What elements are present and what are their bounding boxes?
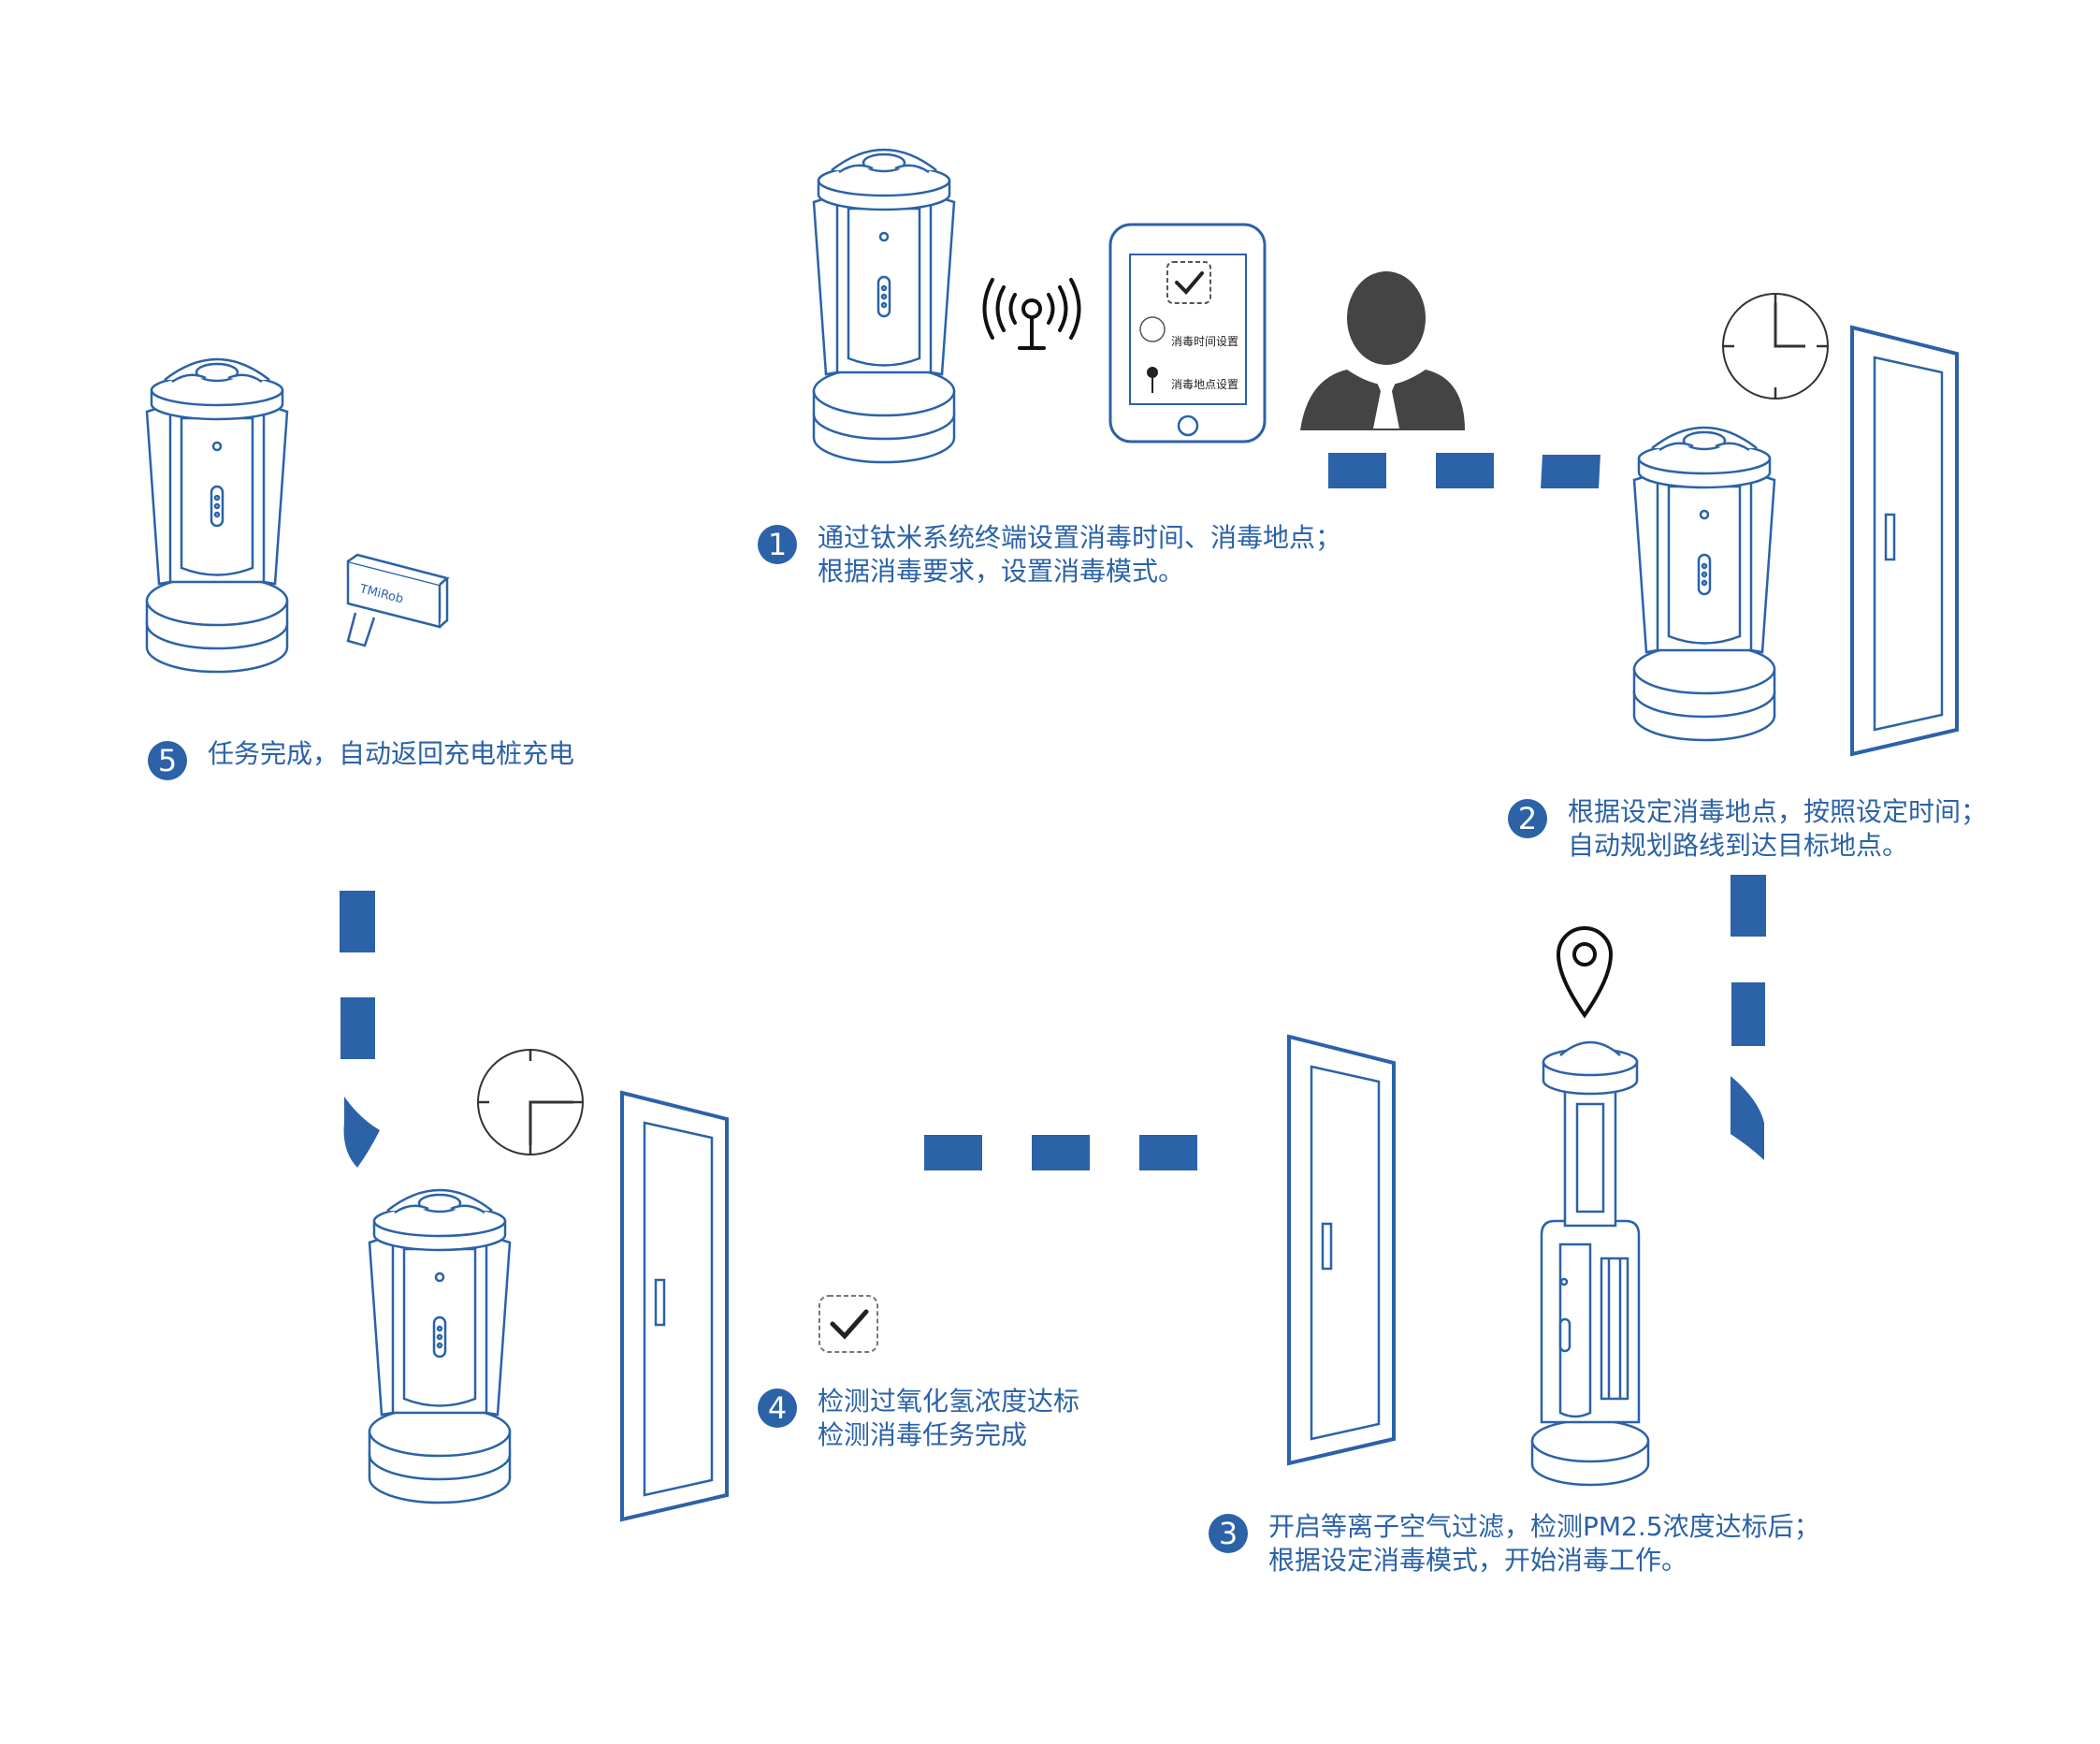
path-dash	[340, 997, 375, 1059]
check-icon	[818, 1295, 878, 1353]
path-dash	[340, 891, 375, 952]
clock-icon	[476, 1048, 585, 1156]
path-dash	[1328, 453, 1386, 488]
path-dash	[1731, 875, 1766, 937]
step-text-line: 开启等离子空气过滤，检测PM2.5浓度达标后；	[1268, 1511, 1820, 1542]
robot-navigating	[1632, 426, 1776, 742]
step-badge: 5	[148, 741, 187, 780]
phone-place-setting-label: 消毒地点设置	[1171, 378, 1238, 391]
antenna-icon	[982, 278, 1081, 350]
path-dash	[1541, 455, 1600, 488]
path-dash	[1731, 982, 1765, 1046]
step-badge: 1	[758, 525, 797, 564]
step-text-line: 任务完成，自动返回充电桩充电	[208, 738, 575, 769]
person-icon	[1300, 271, 1465, 430]
location-pin-icon	[1556, 926, 1614, 1019]
door-icon	[1850, 326, 1959, 756]
path-dash	[1139, 1135, 1197, 1170]
path-dash	[1436, 453, 1494, 488]
robot-disinfecting	[1530, 1040, 1650, 1487]
step-badge: 3	[1209, 1514, 1248, 1553]
clock-icon	[1721, 292, 1830, 400]
step-badge: 2	[1508, 799, 1547, 838]
step-text-line: 根据设定消毒地点，按照设定时间；	[1568, 796, 1988, 827]
path-dash	[343, 1097, 380, 1168]
step-text-line: 自动规划路线到达目标地点。	[1568, 830, 1909, 861]
path-dash	[1731, 1076, 1764, 1160]
step-2: 2 根据设定消毒地点，按照设定时间； 自动规划路线到达目标地点。	[1508, 795, 1987, 863]
step-text-line: 检测消毒任务完成	[818, 1419, 1028, 1450]
step-1: 1 通过钛米系统终端设置消毒时间、消毒地点； 根据消毒要求，设置消毒模式。	[758, 521, 1341, 589]
step-5: 5 任务完成，自动返回充电桩充电	[148, 737, 574, 780]
door-icon	[620, 1091, 729, 1521]
step-badge: 4	[758, 1388, 797, 1428]
robot-complete	[368, 1188, 512, 1504]
step-text-line: 根据设定消毒模式，开始消毒工作。	[1268, 1545, 1688, 1576]
charging-dock-icon: TMiRob	[346, 553, 450, 647]
robot-setup	[812, 148, 956, 464]
step-3: 3 开启等离子空气过滤，检测PM2.5浓度达标后； 根据设定消毒模式，开始消毒工…	[1209, 1510, 1820, 1577]
path-dash	[1032, 1135, 1090, 1170]
robot-charging	[145, 357, 289, 674]
step-text-line: 根据消毒要求，设置消毒模式。	[818, 556, 1185, 587]
step-text-line: 通过钛米系统终端设置消毒时间、消毒地点；	[818, 522, 1342, 553]
step-text-line: 检测过氧化氢浓度达标	[818, 1386, 1080, 1417]
path-dash	[924, 1135, 982, 1170]
step-4: 4 检测过氧化氢浓度达标 检测消毒任务完成	[758, 1385, 1079, 1452]
phone-icon	[1108, 223, 1267, 443]
door-icon	[1287, 1035, 1396, 1465]
phone-time-setting-label: 消毒时间设置	[1171, 335, 1238, 348]
